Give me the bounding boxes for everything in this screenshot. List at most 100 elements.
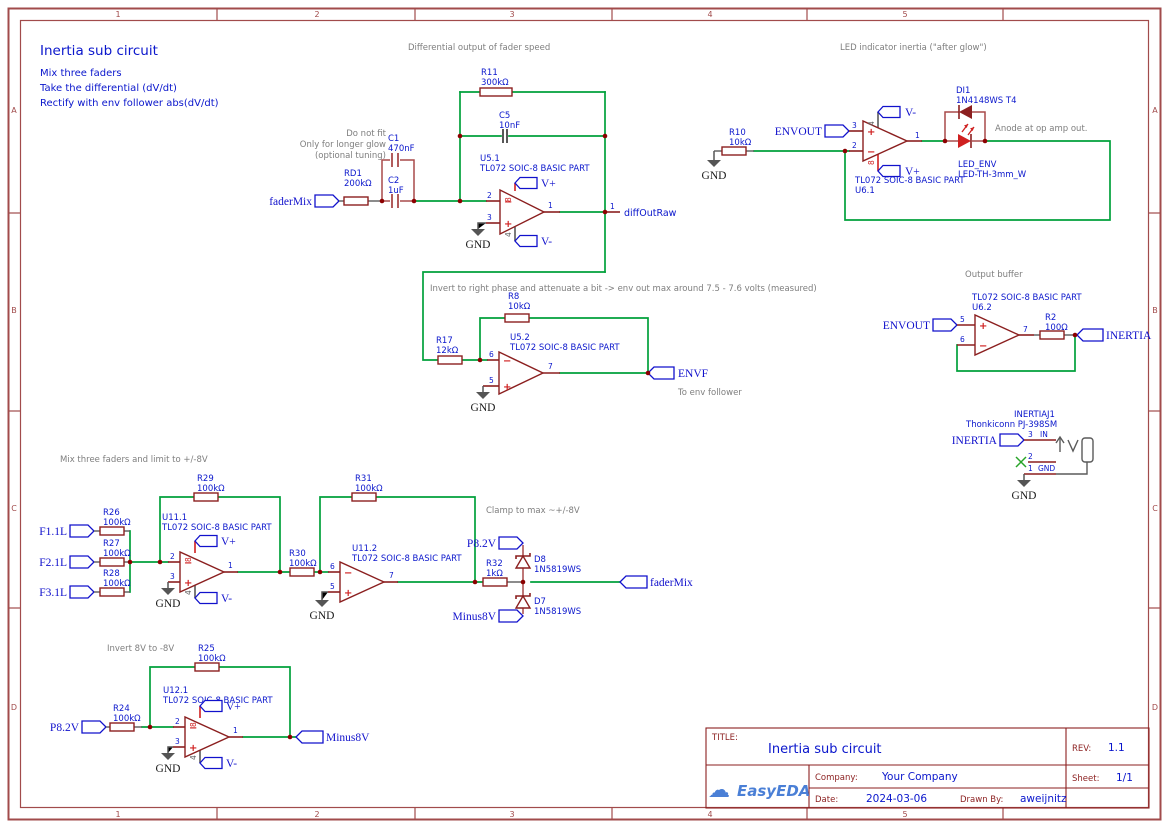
resistor-R25[interactable]: R25 100kΩ	[194, 644, 226, 672]
port-inertia-jack[interactable]: INERTIA	[952, 433, 1025, 447]
resistor-R30[interactable]: R30 100kΩ	[289, 549, 317, 577]
opamp-U6.1[interactable]: + − 3 2 1 4 8 TL072 SOIC-8 BASIC PART U6…	[849, 112, 965, 196]
port-f2[interactable]: F2.1L	[39, 555, 100, 569]
drawn-by-value[interactable]: aweijnitz	[1020, 793, 1067, 805]
diode-D7[interactable]: D7 1N5819WS	[514, 582, 581, 617]
port-inertia-out[interactable]: INERTIA	[1076, 328, 1152, 342]
capacitor-C1[interactable]: C1 470nF	[381, 134, 415, 201]
port-fadermix-in[interactable]: faderMix	[269, 194, 344, 208]
note-mix-limit[interactable]: Mix three faders and limit to +/-8V	[60, 455, 208, 465]
port-minus8-clamp[interactable]: Minus8V	[453, 609, 524, 623]
flag-U5.1-vplus[interactable]: V+	[514, 176, 556, 191]
port-fadermix-in-label[interactable]: faderMix	[269, 196, 312, 208]
port-minus8-clamp-label[interactable]: Minus8V	[453, 611, 497, 623]
gnd-U12.1[interactable]: GND	[156, 746, 181, 775]
flag-U12.1-vminus[interactable]: V-	[199, 756, 237, 771]
port-inertia-out-label[interactable]: INERTIA	[1106, 330, 1152, 342]
port-p82-inv-label[interactable]: P8.2V	[50, 722, 80, 734]
opamp-U11.1[interactable]: − + 2 3 1 8 4 U11.1 TL072 SOIC-8 BASIC P…	[161, 513, 272, 598]
port-minus8-out-label[interactable]: Minus8V	[326, 732, 370, 744]
title-value[interactable]: Inertia sub circuit	[768, 742, 882, 757]
port-f3[interactable]: F3.1L	[39, 585, 100, 599]
opamp-U5.2[interactable]: − + 6 5 7 U5.2 TL072 SOIC-8 BASIC PART	[483, 333, 620, 396]
flag-U6.1-vminus[interactable]: V-	[877, 105, 916, 120]
port-fadermix-out-label[interactable]: faderMix	[650, 577, 693, 589]
flag-U12.1-vplus[interactable]: V+	[199, 699, 241, 714]
gnd-R10[interactable]: GND	[702, 151, 727, 182]
note-do-not-fit[interactable]: Do not fit	[346, 129, 386, 139]
opamp-U12.1[interactable]: − + 2 3 1 8 4 U12.1 TL072 SOIC-8 BASIC P…	[162, 686, 273, 763]
sheet-title-text[interactable]: Inertia sub circuit	[40, 43, 158, 59]
port-p82-inv[interactable]: P8.2V	[50, 720, 110, 734]
sheet-value[interactable]: 1/1	[1116, 772, 1133, 784]
gnd-jack[interactable]: GND	[1012, 474, 1037, 502]
resistor-R28[interactable]: R28 100kΩ	[99, 569, 131, 597]
port-p82-clamp-label[interactable]: P8.2V	[467, 538, 497, 550]
section-jack[interactable]: INERTIAJ1 Thonkiconn PJ-398SM INERTIA 3 …	[952, 410, 1094, 502]
port-envf-out[interactable]: ENVF	[647, 366, 708, 380]
netlabel-diffoutraw[interactable]: 1 diffOutRaw	[605, 202, 677, 219]
resistor-R2[interactable]: R2 100Ω	[1034, 313, 1077, 340]
capacitor-C2[interactable]: C2 1uF	[382, 176, 413, 208]
opamp-U6.2[interactable]: + − 5 6 7 TL072 SOIC-8 BASIC PART U6.2	[957, 293, 1082, 357]
note-invert-8v[interactable]: Invert 8V to -8V	[107, 644, 174, 654]
resistor-R26[interactable]: R26 100kΩ	[99, 508, 131, 536]
resistor-R31[interactable]: R31 100kΩ	[351, 474, 383, 502]
section-inverter[interactable]: Invert 8V to -8V P8.2V R24 100kΩ R25 100…	[50, 644, 370, 775]
port-f1-label[interactable]: F1.1L	[39, 526, 67, 538]
resistor-R24[interactable]: R24 100kΩ	[109, 704, 142, 732]
opamp-U11.2[interactable]: − + 6 5 7 U11.2 TL072 SOIC-8 BASIC PART	[328, 544, 462, 604]
opamp-U5.1[interactable]: − + 2 3 1 8 4 U5.1 TL072 SOIC-8 BASIC PA…	[479, 154, 590, 241]
header-note-3[interactable]: Rectify with env follower abs(dV/dt)	[40, 98, 219, 109]
note-led-indicator[interactable]: LED indicator inertia ("after glow")	[840, 43, 987, 53]
company-value[interactable]: Your Company	[881, 771, 958, 783]
resistor-R11[interactable]: R11 300kΩ	[479, 68, 513, 97]
section-differential[interactable]: Differential output of fader speed Do no…	[269, 43, 677, 361]
section-mixer[interactable]: Mix three faders and limit to +/-8V F1.1…	[39, 455, 693, 623]
flag-U11.1-vplus[interactable]: V+	[194, 534, 236, 549]
port-envf-label[interactable]: ENVF	[678, 368, 708, 380]
port-p82-clamp[interactable]: P8.2V	[467, 536, 524, 550]
note-invert-phase[interactable]: Invert to right phase and attenuate a bi…	[430, 284, 817, 294]
note-to-env-follower[interactable]: To env follower	[677, 388, 742, 398]
port-f1[interactable]: F1.1L	[39, 524, 100, 538]
gnd-U11.2[interactable]: GND	[310, 591, 335, 622]
note-clamp[interactable]: Clamp to max ~+/-8V	[486, 506, 580, 516]
header-note-1[interactable]: Mix three faders	[40, 68, 122, 79]
diffoutraw-label[interactable]: diffOutRaw	[624, 208, 677, 219]
port-envout-led-label[interactable]: ENVOUT	[775, 126, 822, 138]
jack-symbol[interactable]: 3 IN 2 1 GND	[1015, 430, 1094, 475]
port-inertia-jack-label[interactable]: INERTIA	[952, 435, 998, 447]
led-LED_ENV[interactable]: LED_ENV LED-TH-3mm_W	[945, 123, 1027, 180]
date-value[interactable]: 2024-03-06	[866, 793, 927, 805]
note-optional-tuning[interactable]: (optional tuning)	[315, 151, 386, 161]
note-longer-glow[interactable]: Only for longer glow	[300, 140, 386, 150]
port-envout-led[interactable]: ENVOUT	[775, 124, 850, 138]
flag-U5.1-vminus[interactable]: V-	[514, 234, 552, 249]
rev-value[interactable]: 1.1	[1108, 742, 1125, 754]
header-notes[interactable]: Inertia sub circuit Mix three faders Tak…	[39, 43, 219, 109]
flag-U6.1-vplus[interactable]: V+	[877, 164, 920, 179]
gnd-U11.1[interactable]: GND	[156, 582, 181, 610]
port-fadermix-out[interactable]: faderMix	[619, 575, 693, 589]
resistor-R32[interactable]: R32 1kΩ	[482, 559, 523, 587]
gnd-U5.2[interactable]: GND	[471, 386, 496, 414]
section-env-phase[interactable]: Invert to right phase and attenuate a bi…	[430, 284, 817, 414]
section-output-buffer[interactable]: Output buffer ENVOUT + − 5 6 7 TL072 SOI…	[883, 270, 1152, 372]
note-anode[interactable]: Anode at op amp out.	[995, 124, 1087, 134]
note-output-buffer[interactable]: Output buffer	[965, 270, 1023, 280]
section-led-indicator[interactable]: LED indicator inertia ("after glow") GND…	[702, 43, 1111, 221]
resistor-RD1[interactable]: RD1 200kΩ	[343, 169, 382, 206]
port-minus8-out[interactable]: Minus8V	[295, 730, 370, 744]
resistor-R29[interactable]: R29 100kΩ	[193, 474, 225, 502]
port-f3-label[interactable]: F3.1L	[39, 587, 67, 599]
resistor-R8[interactable]: R8 10kΩ	[504, 292, 531, 323]
resistor-R10[interactable]: R10 10kΩ	[714, 128, 754, 156]
resistor-R27[interactable]: R27 100kΩ	[99, 539, 131, 567]
gnd-U5.1[interactable]: GND	[466, 222, 491, 251]
diode-DI1[interactable]: DI1 1N4148WS T4	[944, 86, 1017, 141]
capacitor-C5[interactable]: C5 10nF	[499, 111, 520, 143]
flag-U11.1-vminus[interactable]: V-	[194, 591, 232, 606]
port-f2-label[interactable]: F2.1L	[39, 557, 67, 569]
